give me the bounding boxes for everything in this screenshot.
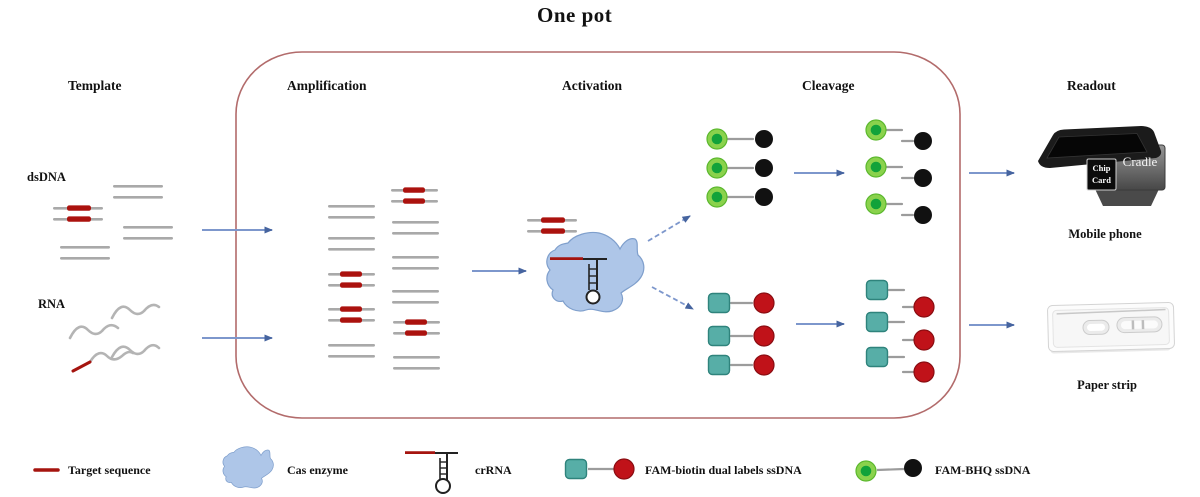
fam-bhq-legend-icon [855, 459, 922, 482]
stage-label-readout: Readout [1067, 78, 1116, 93]
mobile-phone-caption: Mobile phone [1068, 227, 1142, 241]
biotin-intact-group [707, 292, 775, 376]
one-pot-enclosure [235, 51, 961, 419]
crrna-legend-icon [405, 451, 458, 494]
legend-fam-bhq: FAM-BHQ ssDNA [935, 463, 1031, 477]
template-dsdna-graphics [53, 185, 173, 260]
famq-intact-group [706, 128, 773, 208]
arrow-activation-to-famq [647, 215, 691, 242]
famq-cleaved-group [865, 119, 932, 224]
cas-enzyme-legend-icon [222, 446, 274, 489]
fam-biotin-legend-icon [564, 458, 635, 480]
legend-cas-enzyme: Cas enzyme [287, 463, 348, 477]
stage-label-cleavage: Cleavage [802, 78, 855, 93]
template-rna-graphics [68, 303, 161, 373]
biotin-cleaved-group [865, 279, 935, 383]
legend-target-sequence: Target sequence [68, 463, 151, 477]
cradle-label: Cradle [1123, 154, 1158, 169]
chip-card-label-line2: Card [1092, 175, 1111, 185]
activation-target-dna [527, 217, 577, 233]
legend-crrna: crRNA [475, 463, 512, 477]
stage-label-amplification: Amplification [287, 78, 367, 93]
mobile-phone-icon: Chip Card Cradle [1038, 126, 1166, 206]
page-title: One pot [537, 3, 613, 27]
rna-label: RNA [38, 297, 66, 311]
chip-card-label-line1: Chip [1093, 163, 1111, 173]
legend-fam-biotin: FAM-biotin dual labels ssDNA [645, 463, 802, 477]
paper-strip-caption: Paper strip [1077, 378, 1137, 392]
arrow-activation-to-biotin [651, 286, 694, 310]
dsdna-label: dsDNA [27, 170, 66, 184]
stage-label-activation: Activation [562, 78, 622, 93]
amplification-dna-cluster [328, 187, 440, 370]
paper-strip-icon [1047, 301, 1175, 354]
crrna-icon [550, 257, 607, 305]
stage-label-template: Template [68, 78, 122, 93]
